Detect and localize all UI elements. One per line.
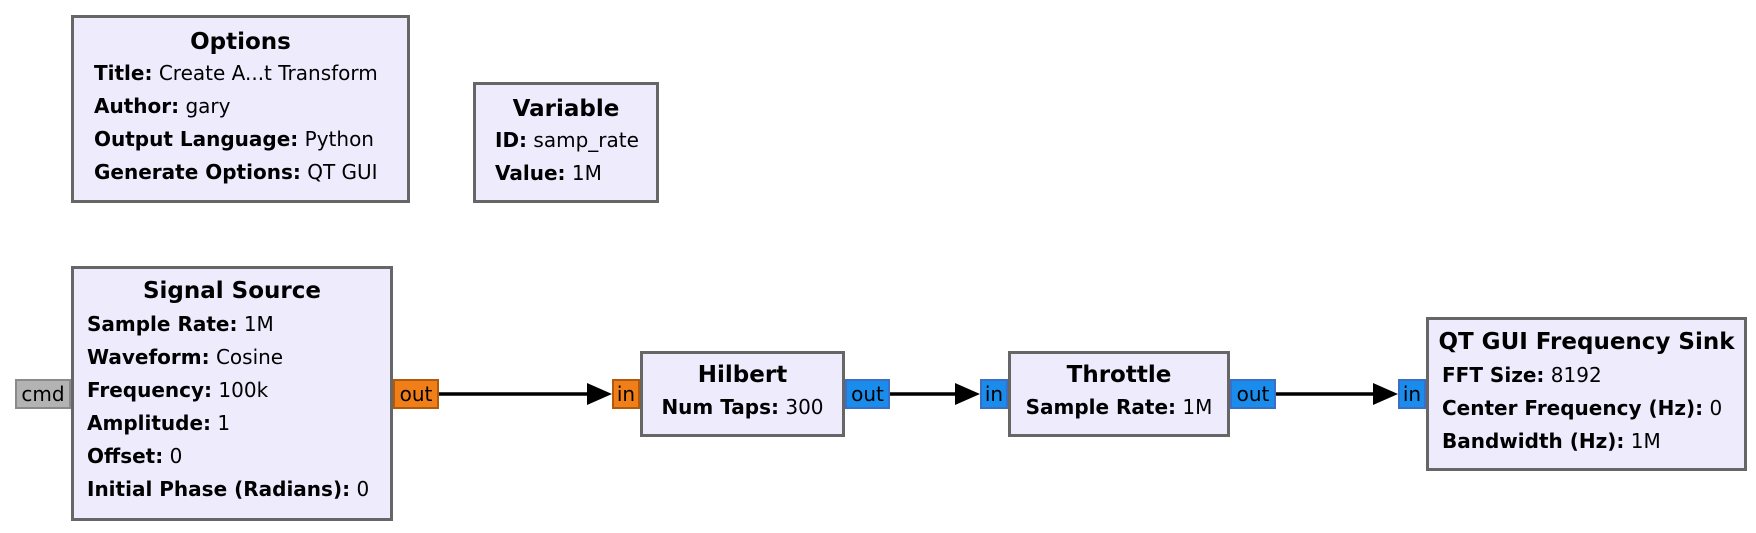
param-offset: Offset: 0 bbox=[87, 444, 183, 468]
param-center-frequency: Center Frequency (Hz): 0 bbox=[1442, 396, 1723, 420]
param-author: Author: gary bbox=[94, 94, 231, 118]
param-title: Title: Create A...t Transform bbox=[94, 61, 378, 85]
param-id: ID: samp_rate bbox=[495, 128, 639, 152]
throttle-out-port[interactable]: out bbox=[1230, 379, 1276, 409]
param-sample-rate: Sample Rate: 1M bbox=[87, 312, 274, 336]
freq-sink-block[interactable]: QT GUI Frequency Sink FFT Size: 8192 Cen… bbox=[1426, 317, 1747, 471]
block-title: Variable bbox=[512, 96, 620, 122]
throttle-in-port[interactable]: in bbox=[980, 379, 1008, 409]
param-sample-rate: Sample Rate: 1M bbox=[1025, 395, 1213, 419]
options-block[interactable]: Options Title: Create A...t Transform Au… bbox=[71, 15, 410, 203]
param-initial-phase: Initial Phase (Radians): 0 bbox=[87, 477, 370, 501]
block-title: Hilbert bbox=[697, 362, 788, 388]
block-title: Throttle bbox=[1066, 362, 1172, 388]
variable-block[interactable]: Variable ID: samp_rate Value: 1M bbox=[473, 82, 659, 203]
block-title: Signal Source bbox=[142, 278, 321, 304]
param-frequency: Frequency: 100k bbox=[87, 378, 269, 402]
signal-source-cmd-port[interactable]: cmd bbox=[15, 379, 71, 409]
param-amplitude: Amplitude: 1 bbox=[87, 411, 231, 435]
wire-hilbert-to-throttle[interactable] bbox=[890, 383, 980, 405]
wire-source-to-hilbert[interactable] bbox=[439, 383, 612, 405]
block-title: QT GUI Frequency Sink bbox=[1438, 329, 1735, 355]
param-output-language: Output Language: Python bbox=[94, 127, 374, 151]
param-fft-size: FFT Size: 8192 bbox=[1442, 363, 1602, 387]
param-value: Value: 1M bbox=[495, 161, 602, 185]
signal-source-block[interactable]: Signal Source Sample Rate: 1M Waveform: … bbox=[71, 266, 393, 521]
hilbert-block[interactable]: Hilbert Num Taps: 300 bbox=[640, 351, 845, 437]
param-generate-options: Generate Options: QT GUI bbox=[94, 160, 378, 184]
param-waveform: Waveform: Cosine bbox=[87, 345, 284, 369]
freq-sink-in-port[interactable]: in bbox=[1398, 379, 1426, 409]
hilbert-out-port[interactable]: out bbox=[845, 379, 890, 409]
param-num-taps: Num Taps: 300 bbox=[661, 395, 824, 419]
param-bandwidth: Bandwidth (Hz): 1M bbox=[1442, 429, 1661, 453]
block-title: Options bbox=[190, 29, 291, 55]
wire-throttle-to-freq-sink[interactable] bbox=[1276, 383, 1398, 405]
throttle-block[interactable]: Throttle Sample Rate: 1M bbox=[1008, 351, 1230, 437]
hilbert-in-port[interactable]: in bbox=[612, 379, 640, 409]
signal-source-out-port[interactable]: out bbox=[393, 379, 439, 409]
